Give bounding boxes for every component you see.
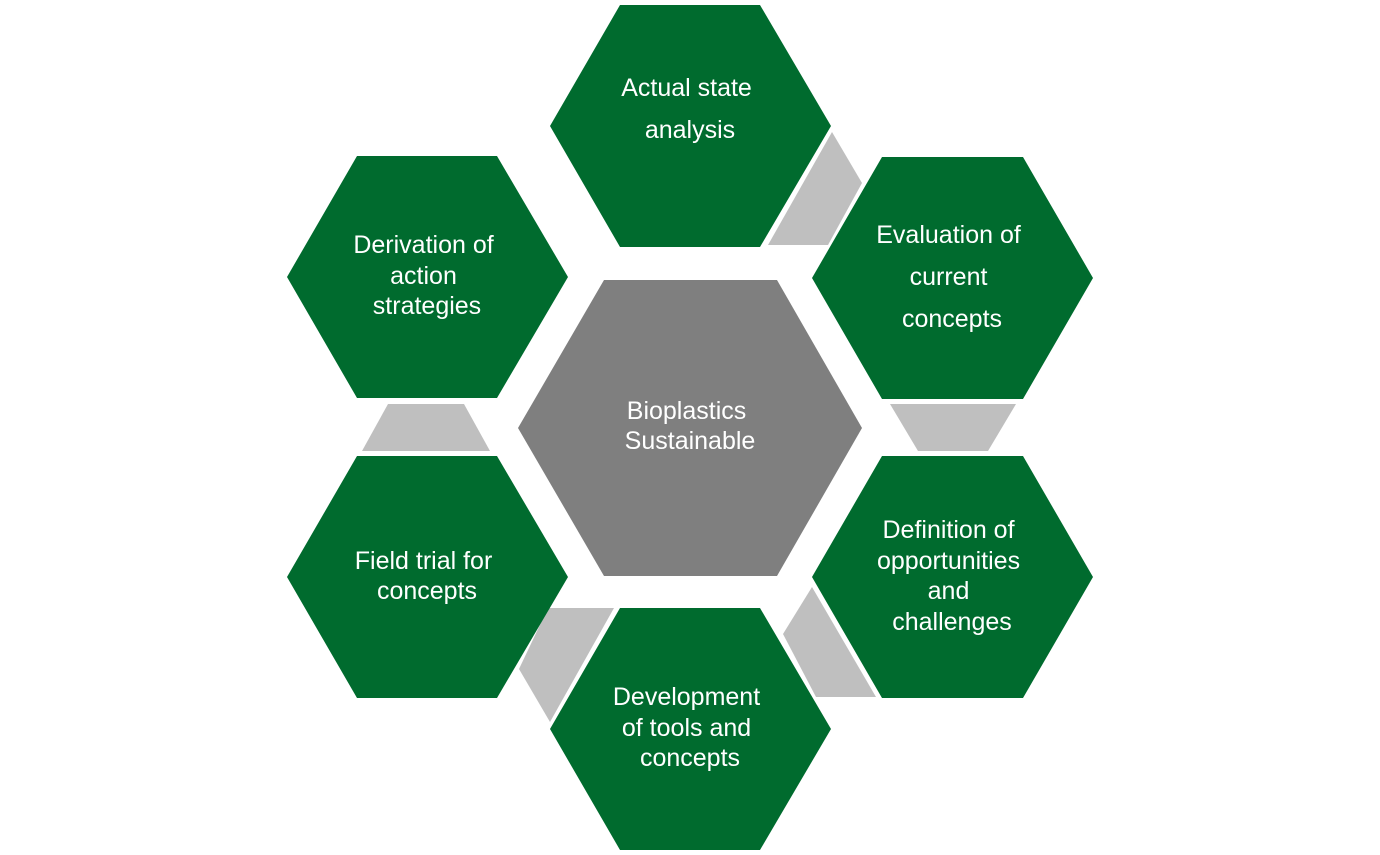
connector-5-6 (362, 404, 490, 451)
center-label: Bioplastics Sustainable (625, 397, 756, 455)
connector-2-3 (890, 404, 1016, 451)
step-hexagon-evaluation-of-current-concepts (812, 157, 1093, 399)
step-label-definition-of-opportunities: Definition of opportunities and challeng… (877, 516, 1027, 636)
step-label-field-trial: Field trial for concepts (355, 547, 500, 605)
connector-3-4 (783, 587, 876, 697)
step-hexagon-field-trial (287, 456, 568, 698)
step-label-evaluation-of-current-concepts: Evaluation of current concepts (876, 221, 1028, 333)
step-hexagon-derivation-of-action-strategies (287, 156, 568, 398)
connector-1-2 (768, 132, 862, 245)
step-hexagon-actual-state-analysis (550, 5, 831, 247)
center-hexagon (518, 280, 862, 576)
step-hexagon-definition-of-opportunities (812, 456, 1093, 698)
step-label-actual-state-analysis: Actual state analysis (621, 74, 759, 144)
step-hexagon-development-of-tools (550, 608, 831, 850)
connector-4-5 (519, 608, 614, 722)
step-label-derivation-of-action-strategies: Derivation of action strategies (353, 231, 500, 320)
step-label-development-of-tools: Development of tools and concepts (613, 683, 767, 772)
